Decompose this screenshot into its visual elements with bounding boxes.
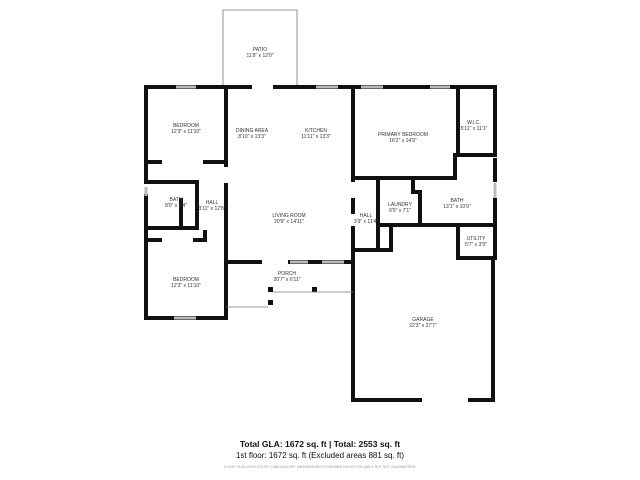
room-name: BEDROOM bbox=[173, 277, 199, 283]
room-name: BATH bbox=[170, 197, 183, 203]
room-dims: 20'7" x 6'11" bbox=[273, 277, 300, 283]
room-dims: 8'10" x 13'3" bbox=[238, 134, 266, 140]
room-name: BATH bbox=[451, 198, 464, 204]
room-dims: 16'2" x 14'9" bbox=[389, 138, 417, 144]
room-dims: 5'7" x 3'9" bbox=[465, 242, 487, 248]
room-dims: 13'1" x 10'9" bbox=[443, 204, 471, 210]
room-dims: 6'9" x 7'1" bbox=[389, 208, 411, 214]
room-dims: 11'11" x 13'3" bbox=[301, 134, 331, 140]
room-dims: 11'9" x 12'0" bbox=[246, 53, 273, 59]
room-name: GARAGE bbox=[412, 317, 434, 323]
room-name: W.I.C. bbox=[467, 120, 481, 126]
windows bbox=[144, 85, 497, 320]
room-name: KITCHEN bbox=[305, 128, 327, 134]
room-name: PORCH bbox=[278, 271, 296, 277]
disclaimer: FLOOR PLAN CREATED BY CUBICASA APP. MEAS… bbox=[223, 465, 417, 469]
total-area: Total GLA: 1672 sq. ft | Total: 2553 sq.… bbox=[239, 439, 401, 449]
room-dims: 3'9" x 11'4" bbox=[354, 219, 378, 225]
porch-column bbox=[268, 287, 273, 292]
porch-column bbox=[268, 300, 273, 305]
room-name: LAUNDRY bbox=[388, 202, 412, 208]
room-name: UTILITY bbox=[467, 236, 486, 242]
floor-area: 1st floor: 1672 sq. ft (Excluded areas 8… bbox=[235, 451, 405, 460]
room-name: BEDROOM bbox=[173, 123, 199, 129]
room-dims: 5'11" x 11'1" bbox=[461, 126, 488, 132]
room-name: PATIO bbox=[253, 47, 267, 53]
room-dims: 22'3" x 27'7" bbox=[409, 323, 437, 329]
room-name: HALL bbox=[206, 200, 219, 206]
room-dims: 12'3" x 11'10" bbox=[171, 129, 201, 135]
room-name: PRIMARY BEDROOM bbox=[378, 132, 428, 138]
room-dims: 20'9" x 14'11" bbox=[274, 219, 304, 225]
room-dims: 8'0" x 7'4" bbox=[165, 203, 187, 209]
porch-column bbox=[312, 287, 317, 292]
room-name: HALL bbox=[360, 213, 373, 219]
room-dims: 12'3" x 11'10" bbox=[171, 283, 201, 289]
walls bbox=[144, 85, 497, 402]
room-name: DINING AREA bbox=[236, 128, 269, 134]
room-name: LIVING ROOM bbox=[272, 213, 305, 219]
room-labels: PATIO 11'9" x 12'0" BEDROOM 12'3" x 11'1… bbox=[165, 47, 487, 329]
patio bbox=[222, 9, 298, 85]
room-dims: 3'11" x 12'8" bbox=[198, 206, 225, 212]
